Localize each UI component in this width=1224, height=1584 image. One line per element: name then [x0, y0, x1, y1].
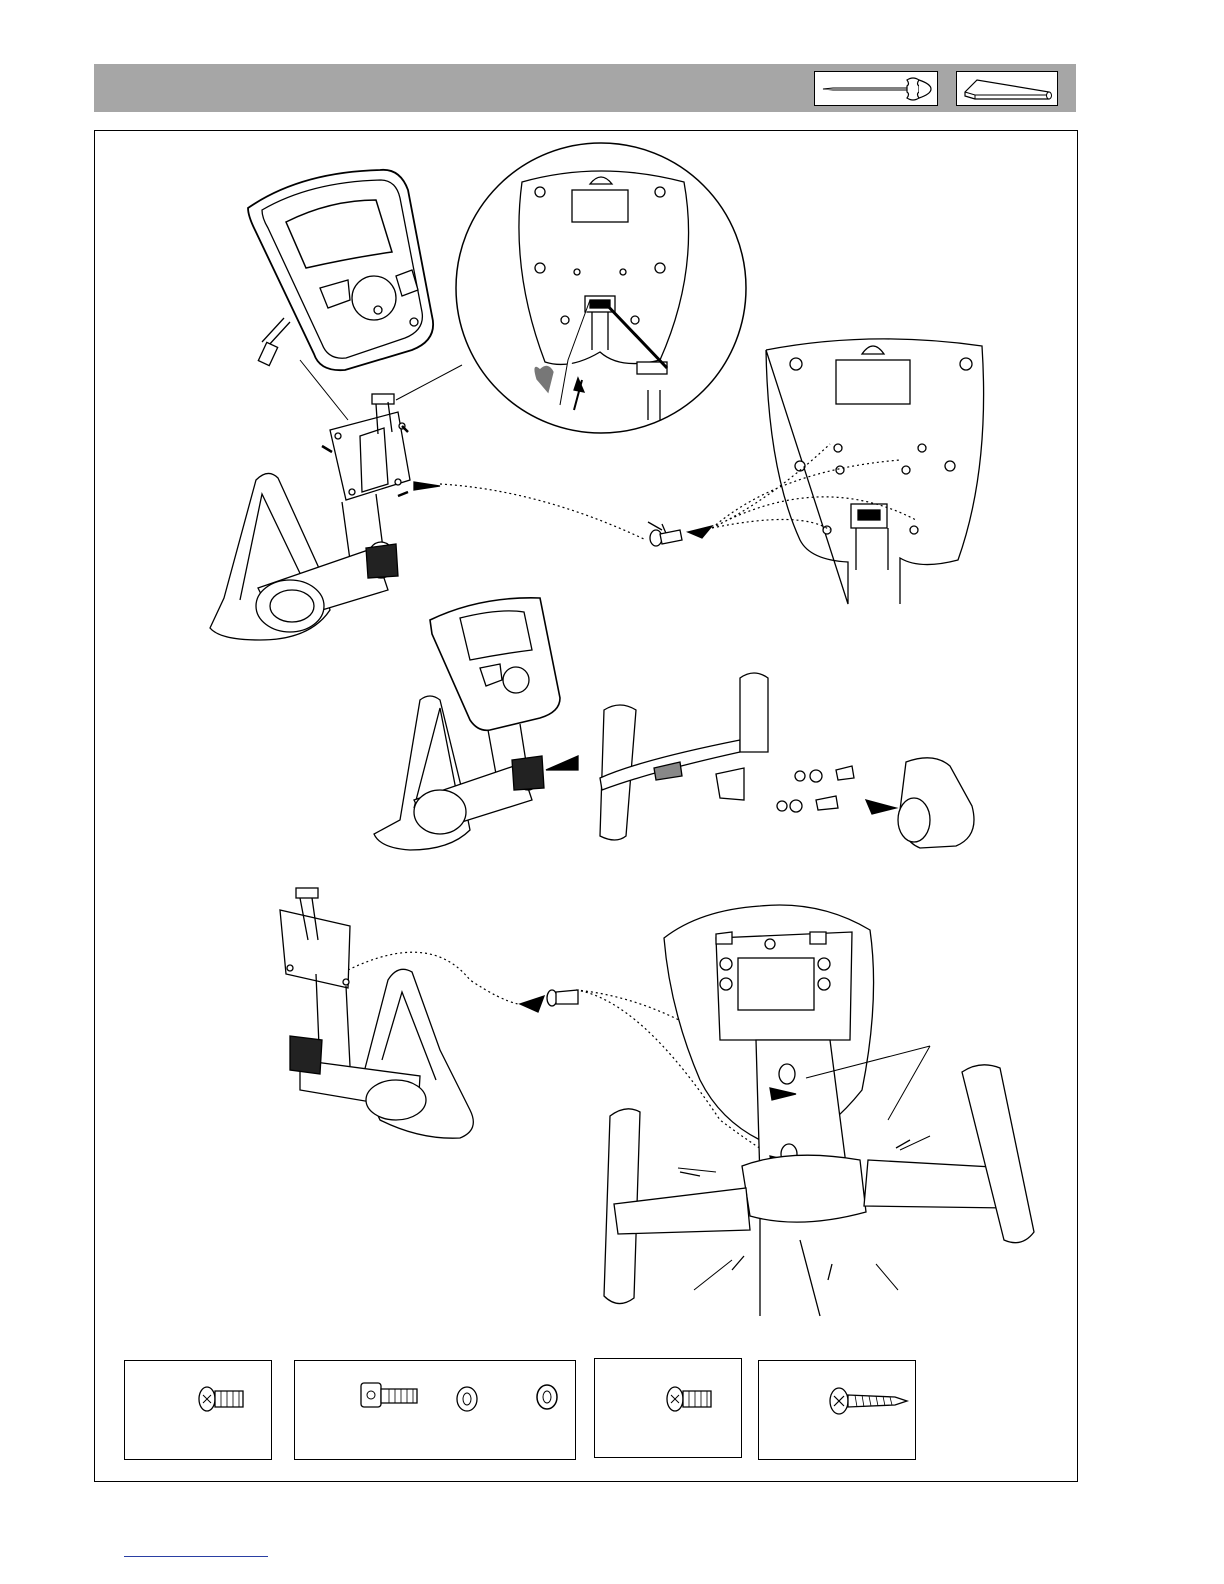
hardware-box-self-tapping-screw	[758, 1360, 916, 1460]
console-mast-assembly-illustration	[210, 143, 984, 640]
hardware-box-allen-bolt-washers	[294, 1360, 576, 1460]
hardware-box-pan-head-bolt-1	[124, 1360, 272, 1460]
pan-head-bolt-icon	[595, 1359, 741, 1457]
handlebar-cover-assembly-illustration	[280, 888, 1034, 1316]
hardware-box-pan-head-bolt-2	[594, 1358, 742, 1458]
handlebar-assembly-illustration	[374, 598, 974, 850]
footer-rule	[124, 1556, 268, 1557]
pan-head-bolt-icon	[125, 1361, 271, 1459]
self-tapping-screw-icon	[759, 1361, 915, 1459]
allen-bolt-spring-washer-flat-washer-icon	[295, 1361, 575, 1459]
assembly-illustrations	[0, 0, 1224, 1340]
